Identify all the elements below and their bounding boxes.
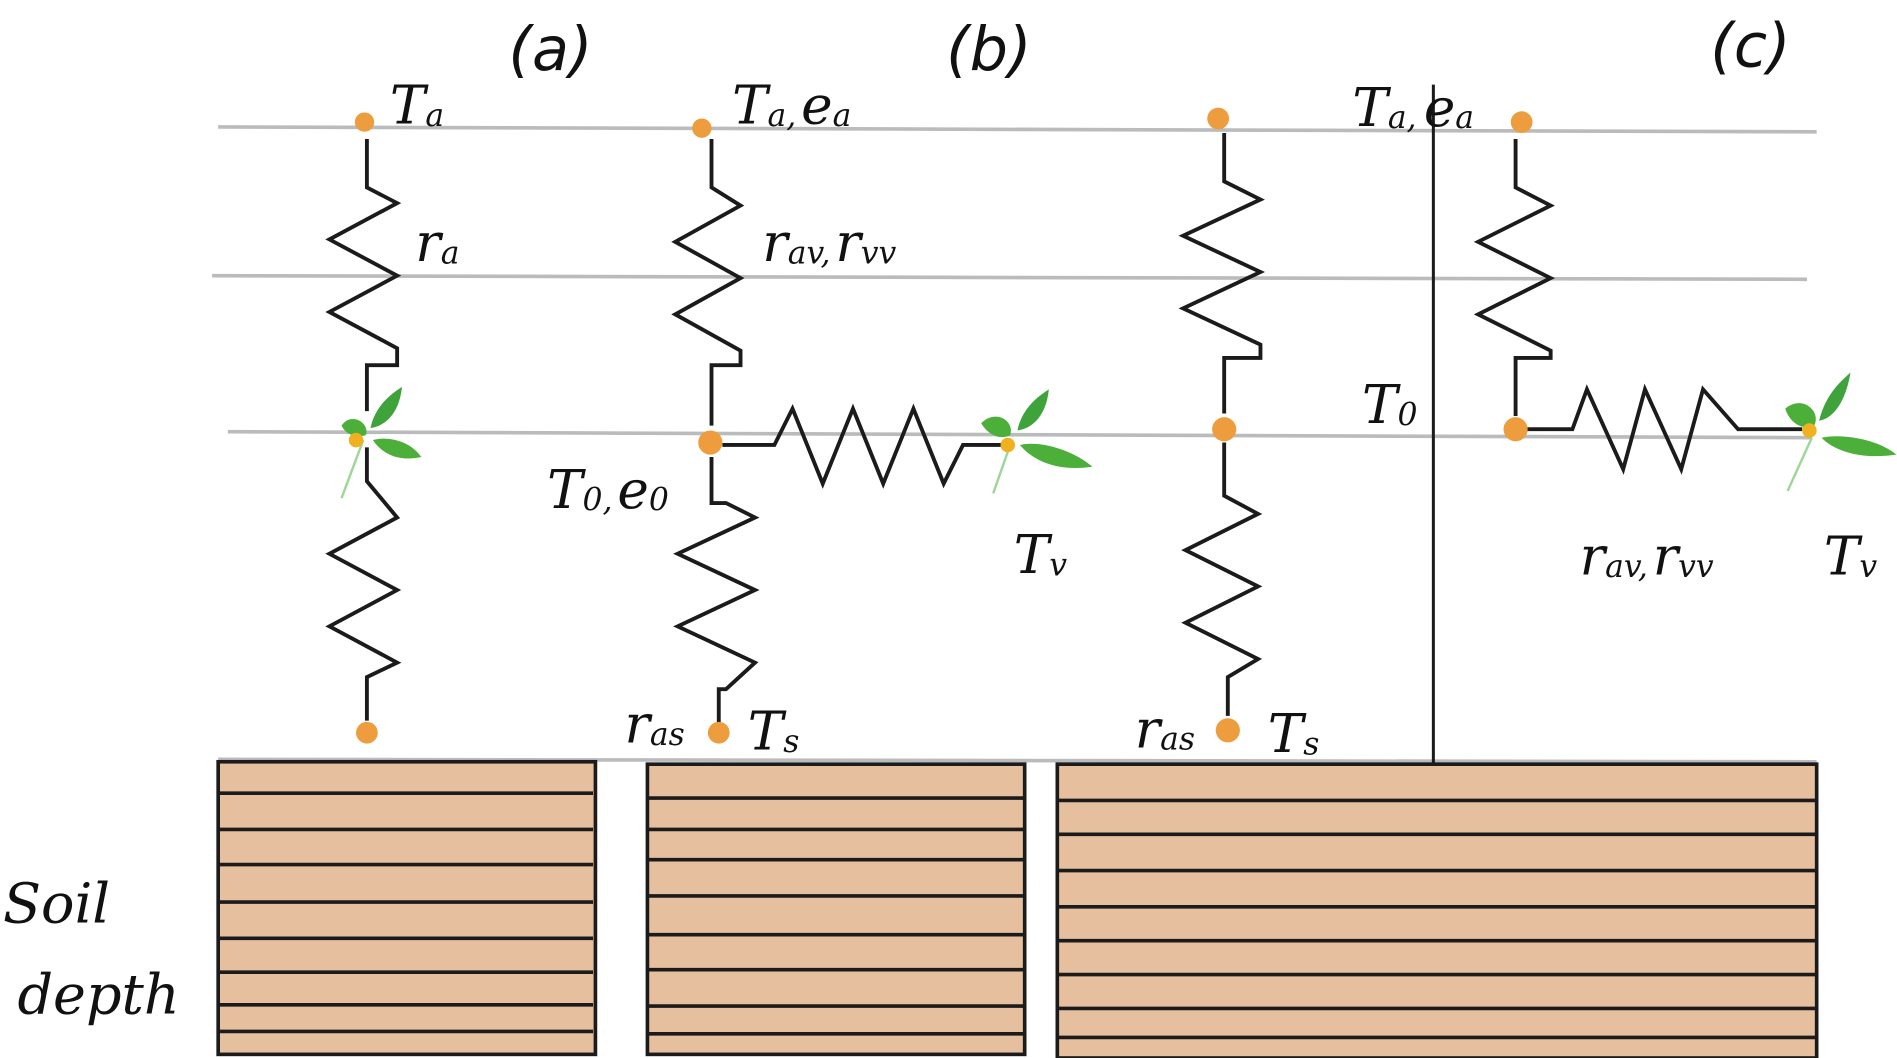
node-canopy-c-left <box>1212 417 1237 442</box>
panel-a-label: (a) <box>508 15 592 85</box>
resistor-c-upper-right-icon <box>1473 139 1555 416</box>
resistor-c-leaf-icon <box>1526 383 1803 475</box>
label-T0-e0-b: T0,e0 <box>547 459 669 521</box>
leaf-icon <box>1785 372 1897 492</box>
resistor-b-upper-icon <box>671 139 745 426</box>
resistor-c-soil-icon <box>1181 442 1263 716</box>
panel-a: (a) Ta ra <box>325 15 593 744</box>
resistor-b-leaf-icon <box>722 403 1008 489</box>
soil-label-line1: Soil <box>3 872 110 937</box>
level-line-canopy <box>227 429 1812 440</box>
node-air-a <box>354 112 375 132</box>
level-line-surface <box>218 757 1817 764</box>
label-rav-rvv-b: rav,rvv <box>762 212 896 274</box>
panel-b: (b) Ta,ea rav,rvv T0,e0 Tv ras Ts <box>547 15 1093 763</box>
soil-column-c <box>1055 762 1819 1058</box>
soil-box-c <box>1055 762 1819 1058</box>
resistor-c-upper-icon <box>1178 133 1266 414</box>
node-surface-a <box>356 721 378 744</box>
node-air-c-left <box>1207 107 1230 130</box>
node-canopy-b <box>698 430 723 455</box>
node-air-c-right <box>1510 111 1533 134</box>
label-Ta-ea-b: Ta,ea <box>732 74 851 136</box>
resistor-b-soil-icon <box>673 457 760 726</box>
node-canopy-c-right <box>1503 417 1528 442</box>
panel-c-right: (c) Ta,ea T0 rav,rvv Tv <box>1352 12 1897 587</box>
leaf-icon <box>340 386 422 499</box>
panel-b-label: (b) <box>946 15 1032 85</box>
soil-label-line2: depth <box>17 962 179 1027</box>
soil-column-a <box>216 759 598 1057</box>
label-Ta-a: Ta <box>390 74 444 136</box>
level-line-reference <box>212 273 1807 282</box>
level-line-air <box>218 125 1817 134</box>
label-Tv-c: Tv <box>1824 525 1877 587</box>
panel-c-label: (c) <box>1710 12 1790 82</box>
soil-column-b <box>645 762 1027 1057</box>
label-ra: ra <box>415 212 459 274</box>
label-Tv-b: Tv <box>1014 524 1067 586</box>
label-rav-rvv-c: rav,rvv <box>1580 525 1714 587</box>
node-soil-b <box>707 721 730 744</box>
resistor-a-upper-icon <box>325 139 402 412</box>
panel-c-left: ras Ts <box>1135 107 1320 765</box>
node-soil-c <box>1215 718 1240 743</box>
label-ras-c: ras <box>1135 698 1195 760</box>
label-Ts-c: Ts <box>1268 703 1320 765</box>
leaf-icon <box>981 389 1093 494</box>
resistor-a-lower-icon <box>325 447 402 721</box>
label-ras-b: ras <box>624 693 684 755</box>
soil-box-a <box>216 759 598 1057</box>
label-T0-c: T0 <box>1362 374 1417 436</box>
label-Ts-b: Ts <box>748 701 800 763</box>
node-air-b <box>692 118 712 138</box>
soil-box-b <box>645 762 1027 1057</box>
label-Ta-ea-c: Ta,ea <box>1352 77 1474 139</box>
